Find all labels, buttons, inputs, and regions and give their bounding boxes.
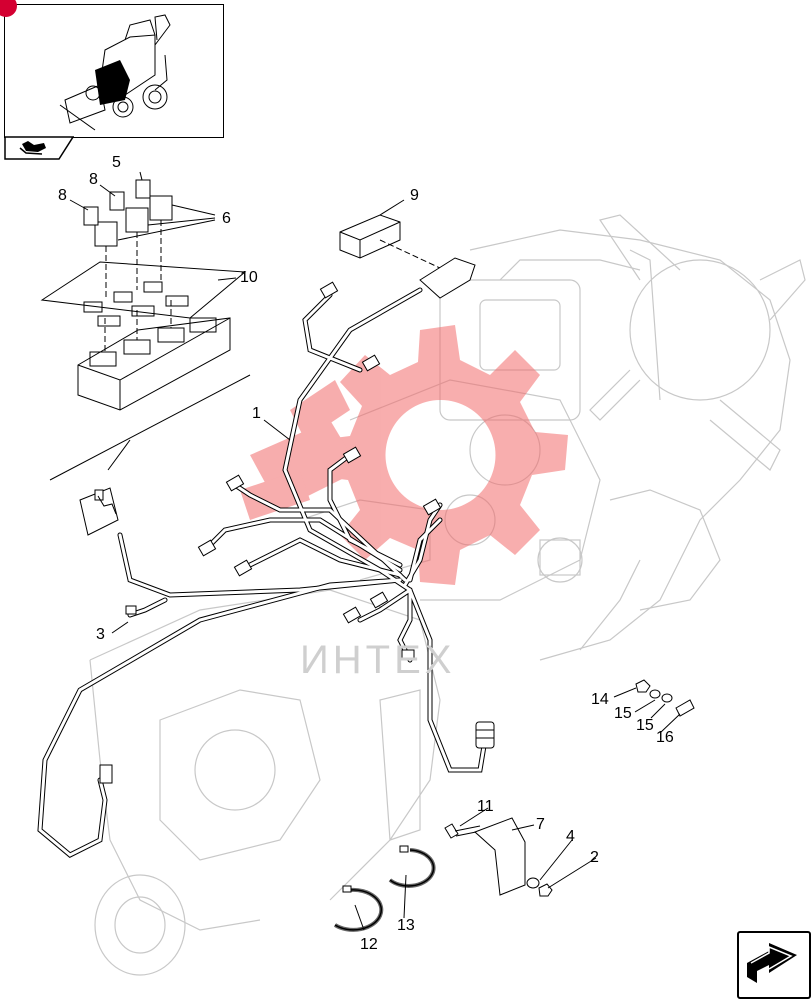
leader-lines	[69, 171, 681, 931]
next-page-button[interactable]	[737, 931, 811, 999]
watermark-text: ИНТЕХ	[300, 638, 456, 682]
section-tab[interactable]	[4, 136, 75, 160]
part-label-15a: 15	[614, 705, 632, 722]
part-label-4: 4	[566, 828, 575, 845]
fuse	[83, 206, 99, 226]
hardware-parts	[333, 679, 695, 932]
part-label-3: 3	[96, 626, 105, 643]
part-label-11: 11	[477, 798, 494, 815]
harness-connectors	[79, 281, 495, 784]
part-label-8b: 8	[58, 187, 67, 204]
part-label-8a: 8	[89, 171, 98, 188]
machine-thumbnail	[0, 0, 224, 138]
part-label-6: 6	[222, 210, 231, 227]
part-label-16: 16	[656, 729, 674, 746]
part-label-12: 12	[360, 936, 378, 953]
tractor-thumbnail-icon	[59, 14, 171, 131]
control-module	[339, 214, 476, 299]
part-label-5: 5	[112, 154, 121, 171]
fuse-box-base	[77, 317, 231, 411]
relay	[149, 195, 173, 221]
next-page-arrow-icon	[747, 943, 797, 983]
part-label-9: 9	[410, 187, 419, 204]
part-label-7: 7	[536, 816, 545, 833]
corner-badge	[0, 0, 17, 17]
relay	[125, 207, 149, 233]
part-label-10: 10	[240, 269, 258, 286]
fuse	[135, 179, 151, 199]
part-label-14: 14	[591, 691, 609, 708]
part-label-2: 2	[590, 849, 599, 866]
part-label-1: 1	[252, 405, 261, 422]
relay	[94, 221, 118, 247]
fuse-box-assembly	[40, 179, 251, 481]
part-label-15b: 15	[636, 717, 654, 734]
section-tab-icon	[4, 136, 75, 160]
part-label-13: 13	[397, 917, 415, 934]
fuse	[109, 191, 125, 211]
